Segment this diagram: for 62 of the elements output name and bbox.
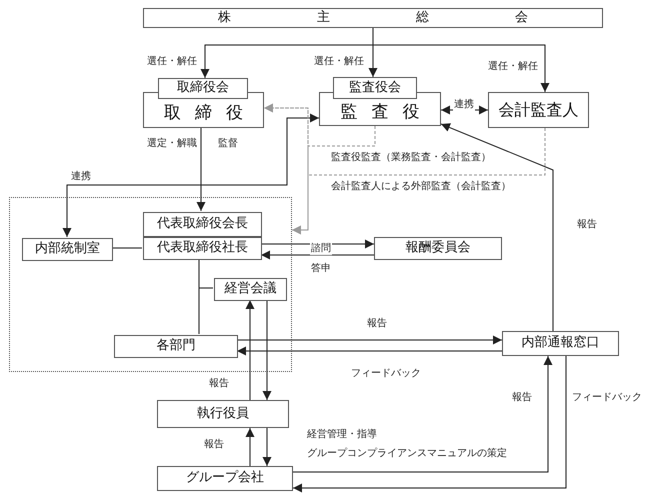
edge-label: 選定・解職 [146, 138, 198, 150]
box-label: 会計監査人 [498, 101, 578, 119]
edge-label: 報告 [511, 392, 533, 404]
arrow [440, 123, 554, 332]
arrow [262, 300, 272, 400]
arrow [246, 300, 254, 400]
box-label: 代表取締役会長 [157, 217, 248, 232]
box-label: 経営会議 [224, 282, 276, 297]
edge-label: 報告 [208, 378, 230, 390]
org-box [143, 237, 262, 260]
box-label: 監査役会 [349, 80, 401, 96]
edge-label: 答申 [310, 263, 332, 275]
org-box [157, 466, 293, 491]
edge-label: 連携 [453, 99, 475, 111]
note-text: グループコンプライアンスマニュアルの策定 [306, 448, 508, 460]
box-label: 報酬委員会 [406, 241, 470, 256]
box-label: 取締役 [164, 104, 257, 123]
box-label: 各部門 [156, 339, 196, 354]
arrow [62, 114, 320, 238]
org-box [214, 278, 287, 301]
box-label: 株主総会 [218, 10, 614, 26]
org-box [488, 92, 589, 128]
arrow [292, 356, 552, 472]
arrow [236, 336, 502, 344]
edge-label: 選任・解任 [487, 61, 539, 73]
connector-line [198, 258, 200, 334]
org-box [114, 335, 238, 358]
org-box [158, 78, 248, 99]
box-label: 内部通報窓口 [522, 336, 600, 351]
note-text: 経営管理・指導 [306, 429, 378, 441]
edge-label: 報告 [203, 439, 225, 451]
arrow [196, 128, 206, 212]
note-text: 監督 [217, 138, 239, 150]
arrow [262, 428, 272, 466]
edge-label: 報告 [366, 318, 388, 330]
org-box [143, 212, 262, 237]
box-label: 内部統制室 [35, 242, 100, 257]
org-box [157, 400, 289, 428]
edge-label: 選任・解任 [313, 56, 365, 68]
arrow [236, 346, 502, 356]
box-label: グループ会社 [186, 471, 264, 486]
edge-label: フィードバック [571, 392, 643, 404]
org-box [333, 77, 417, 99]
org-box [22, 238, 113, 261]
arrow [372, 28, 550, 92]
box-label: 執行役員 [197, 406, 249, 422]
arrow [440, 106, 488, 114]
box-label: 代表取締役社長 [157, 241, 248, 256]
edge-label: 諮問 [310, 243, 332, 255]
box-label: 監査役 [340, 103, 434, 122]
edge-label: 連携 [70, 171, 92, 183]
edge-label: フィードバック [350, 368, 422, 380]
org-box [374, 237, 502, 260]
arrow [260, 250, 374, 260]
dashed-group-frame [9, 197, 292, 372]
org-box [143, 8, 603, 28]
org-box [502, 331, 619, 356]
edge-label: 報告 [576, 219, 598, 231]
edge-label: 選任・解任 [146, 56, 198, 68]
arrow [292, 356, 566, 492]
box-label: 取締役会 [177, 81, 229, 96]
arrow [246, 428, 254, 466]
